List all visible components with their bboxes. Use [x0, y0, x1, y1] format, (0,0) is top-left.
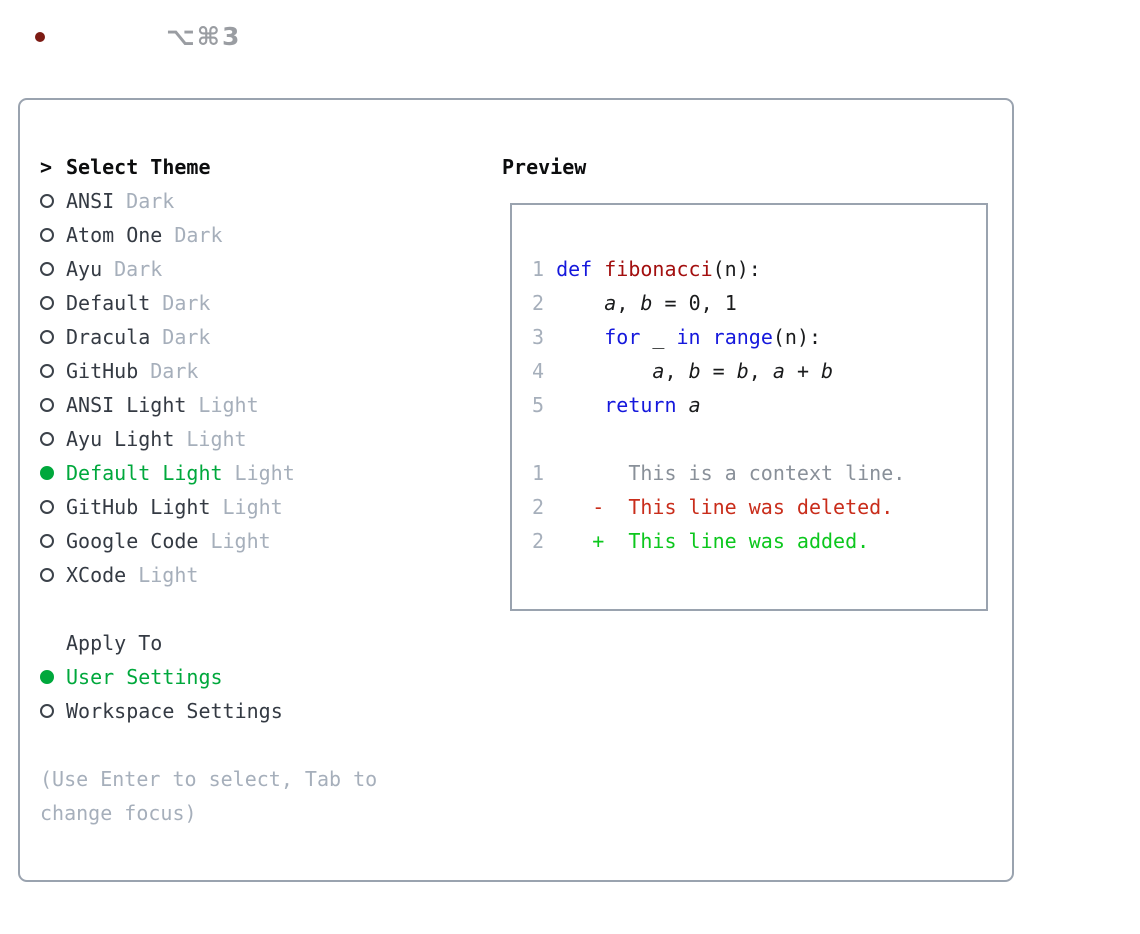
variant-tag: Light — [138, 563, 199, 587]
variant-tag: Light — [222, 495, 283, 519]
preview-code-line: 2 a, b = 0, 1 — [532, 291, 737, 315]
variant-tag: Dark — [162, 325, 211, 349]
theme-option-default[interactable]: Default Dark — [40, 286, 440, 320]
option-label: Workspace Settings — [66, 699, 283, 723]
preview-code-box: 1 def fibonacci(n): 2 a, b = 0, 1 3 for _ … — [510, 203, 988, 611]
theme-option-ayu[interactable]: Ayu Dark — [40, 252, 440, 286]
option-label: Ayu Light — [66, 427, 175, 451]
option-label: GitHub Light — [66, 495, 211, 519]
preview-code-line: 4 a, b = b, a + b — [532, 359, 834, 383]
variant-tag: Dark — [126, 189, 175, 213]
radio-icon — [40, 534, 66, 548]
preview-code-line — [532, 422, 986, 456]
option-label: ANSI Light — [66, 393, 187, 417]
radio-icon — [40, 670, 66, 684]
preview-code-line: 2 - This line was deleted. — [532, 495, 894, 519]
theme-list-title: Select Theme — [66, 155, 211, 179]
help-gap — [40, 728, 440, 762]
option-label: ANSI — [66, 189, 115, 213]
option-label: Dracula — [66, 325, 151, 349]
variant-tag: Dark — [174, 223, 223, 247]
theme-option-default-light[interactable]: Default Light Light — [40, 456, 440, 490]
option-label: Google Code — [66, 529, 199, 553]
option-label: XCode — [66, 563, 127, 587]
theme-option-xcode[interactable]: XCode Light — [40, 558, 440, 592]
theme-option-github-light[interactable]: GitHub Light Light — [40, 490, 440, 524]
radio-icon — [40, 704, 66, 718]
preview-code-lines: 1 def fibonacci(n): 2 a, b = 0, 1 3 for _ … — [532, 252, 986, 558]
traffic-light-zoom-icon[interactable] — [107, 24, 133, 50]
preview-title: Preview — [502, 155, 587, 179]
theme-list-header: > Select Theme — [40, 150, 440, 184]
variant-tag: Light — [210, 529, 271, 553]
option-label: Ayu — [66, 257, 103, 281]
option-label: Default — [66, 291, 151, 315]
preview-code-line: 3 for _ in range(n): — [532, 325, 822, 349]
variant-tag: Dark — [114, 257, 163, 281]
help-text: (Use Enter to select, Tab to change focu… — [40, 767, 378, 825]
variant-tag: Dark — [162, 291, 211, 315]
theme-option-ansi[interactable]: ANSI Dark — [40, 184, 440, 218]
radio-icon — [40, 398, 66, 412]
theme-option-google-code[interactable]: Google Code Light — [40, 524, 440, 558]
window-shortcut-label: ⌥⌘3 — [166, 22, 242, 51]
radio-icon — [40, 568, 66, 582]
preview-code-line: 2 + This line was added. — [532, 529, 870, 553]
apply-to-option-user-settings[interactable]: User Settings — [40, 660, 440, 694]
theme-option-dracula[interactable]: Dracula Dark — [40, 320, 440, 354]
option-label: User Settings — [66, 665, 223, 689]
theme-option-atom-one[interactable]: Atom One Dark — [40, 218, 440, 252]
theme-option-ayu-light[interactable]: Ayu Light Light — [40, 422, 440, 456]
option-label: GitHub — [66, 359, 139, 383]
radio-icon — [40, 296, 66, 310]
apply-to-title: Apply To — [66, 631, 163, 655]
radio-icon — [40, 364, 66, 378]
preview-code-line: 1 def fibonacci(n): — [532, 257, 761, 281]
traffic-light-minimize-icon[interactable] — [67, 24, 93, 50]
radio-icon — [40, 194, 66, 208]
traffic-light-close-icon[interactable] — [27, 24, 53, 50]
apply-to-header: Apply To — [40, 626, 440, 660]
radio-icon — [40, 262, 66, 276]
variant-tag: Light — [234, 461, 295, 485]
variant-tag: Light — [186, 427, 247, 451]
variant-tag: Light — [198, 393, 259, 417]
radio-icon — [40, 432, 66, 446]
variant-tag: Dark — [150, 359, 199, 383]
preview-code-line: 5 return a — [532, 393, 701, 417]
preview-code-line: 1 This is a context line. — [532, 461, 906, 485]
option-label: Atom One — [66, 223, 163, 247]
radio-icon — [40, 500, 66, 514]
radio-icon — [40, 330, 66, 344]
radio-icon — [40, 228, 66, 242]
focus-caret-icon: > — [40, 155, 53, 179]
option-label: Default Light — [66, 461, 223, 485]
apply-to-option-workspace-settings[interactable]: Workspace Settings — [40, 694, 440, 728]
radio-icon — [40, 466, 66, 480]
list-gap — [40, 592, 440, 626]
theme-option-ansi-light[interactable]: ANSI Light Light — [40, 388, 440, 422]
theme-option-github[interactable]: GitHub Dark — [40, 354, 440, 388]
